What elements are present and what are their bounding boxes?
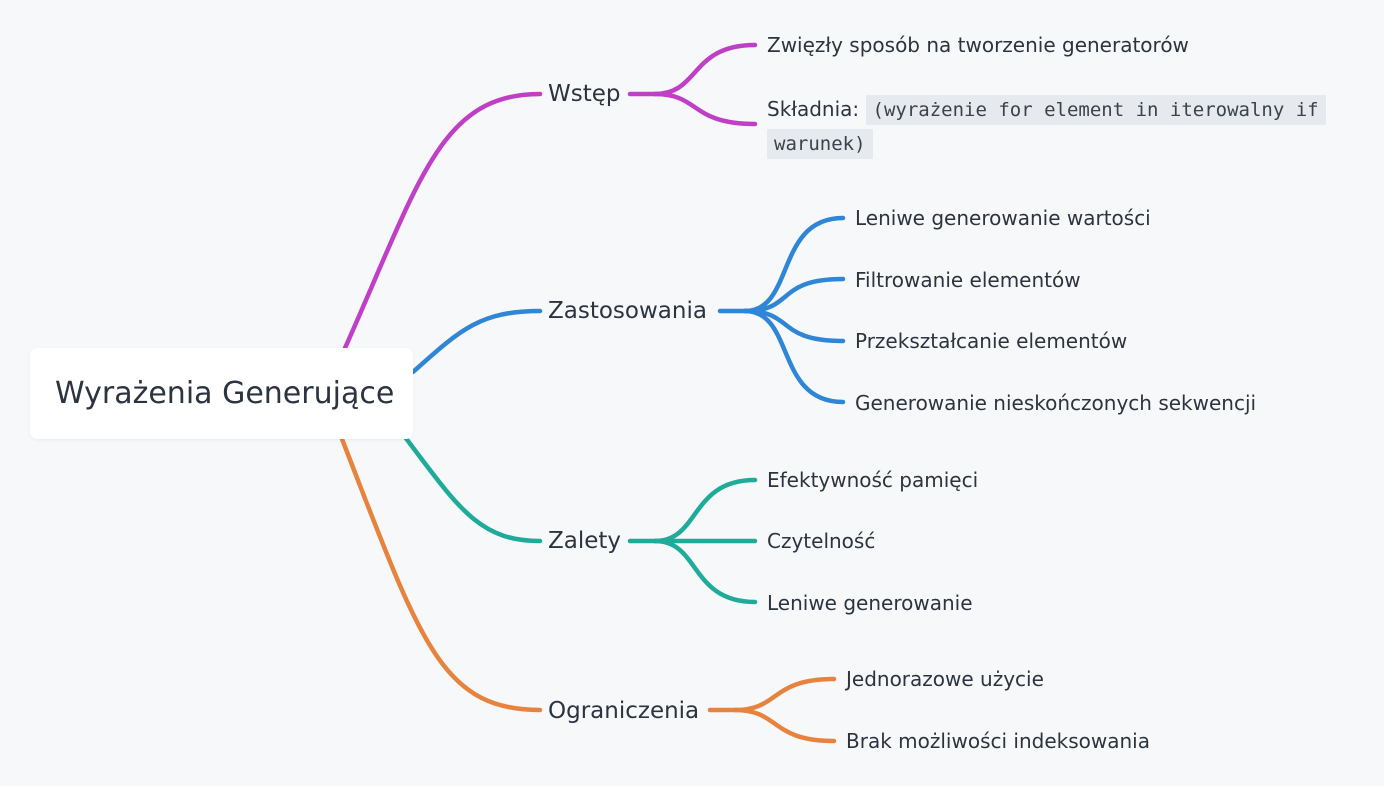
branch-zastosowania[interactable]: Zastosowania <box>548 298 707 324</box>
leaf-zalety-2[interactable]: Czytelność <box>767 529 876 553</box>
connector-zastosowania-leaf-1 <box>742 215 846 314</box>
root-node[interactable]: Wyrażenia Generujące <box>30 348 413 439</box>
branch-ograniczenia[interactable]: Ograniczenia <box>548 698 700 724</box>
connector-zastosowania-leaf-2 <box>742 276 846 314</box>
leaf-ograniczenia-2[interactable]: Brak możliwości indeksowania <box>846 729 1150 753</box>
connector-wstep-leaf-2 <box>652 91 758 127</box>
connector-root-wstep <box>342 91 543 351</box>
connector-root-zastosowania <box>410 308 543 375</box>
connector-zalety-leaf-3 <box>652 538 758 605</box>
leaf-zastosowania-2[interactable]: Filtrowanie elementów <box>855 268 1081 292</box>
branch-wstep[interactable]: Wstęp <box>548 81 621 107</box>
branch-zalety[interactable]: Zalety <box>548 528 622 554</box>
leaf-wstep-concise[interactable]: Zwięzły sposób na tworzenie generatorów <box>767 33 1189 57</box>
leaf-zastosowania-4[interactable]: Generowanie nieskończonych sekwencji <box>855 391 1257 415</box>
leaf-zalety-1[interactable]: Efektywność pamięci <box>767 468 979 492</box>
syntax-label: Składnia: <box>767 97 860 121</box>
connector-root-zalety <box>402 434 543 544</box>
leaf-wstep-syntax[interactable]: Składnia: (wyrażenie for element in iter… <box>767 93 1357 161</box>
connector-ograniczenia-leaf-1 <box>732 676 837 713</box>
leaf-zalety-3[interactable]: Leniwe generowanie <box>767 591 973 615</box>
connector-zastosowania-leaf-4 <box>742 308 846 405</box>
leaf-zastosowania-1[interactable]: Leniwe generowanie wartości <box>855 206 1151 230</box>
connector-wstep-leaf-1 <box>652 42 758 97</box>
connector-zalety-leaf-1 <box>652 477 758 544</box>
root-node-label: Wyrażenia Generujące <box>55 376 395 411</box>
leaf-zastosowania-3[interactable]: Przekształcanie elementów <box>855 329 1128 353</box>
connector-root-ograniczenia <box>339 436 543 713</box>
connector-ograniczenia-leaf-2 <box>732 707 837 744</box>
leaf-ograniczenia-1[interactable]: Jednorazowe użycie <box>846 667 1044 691</box>
